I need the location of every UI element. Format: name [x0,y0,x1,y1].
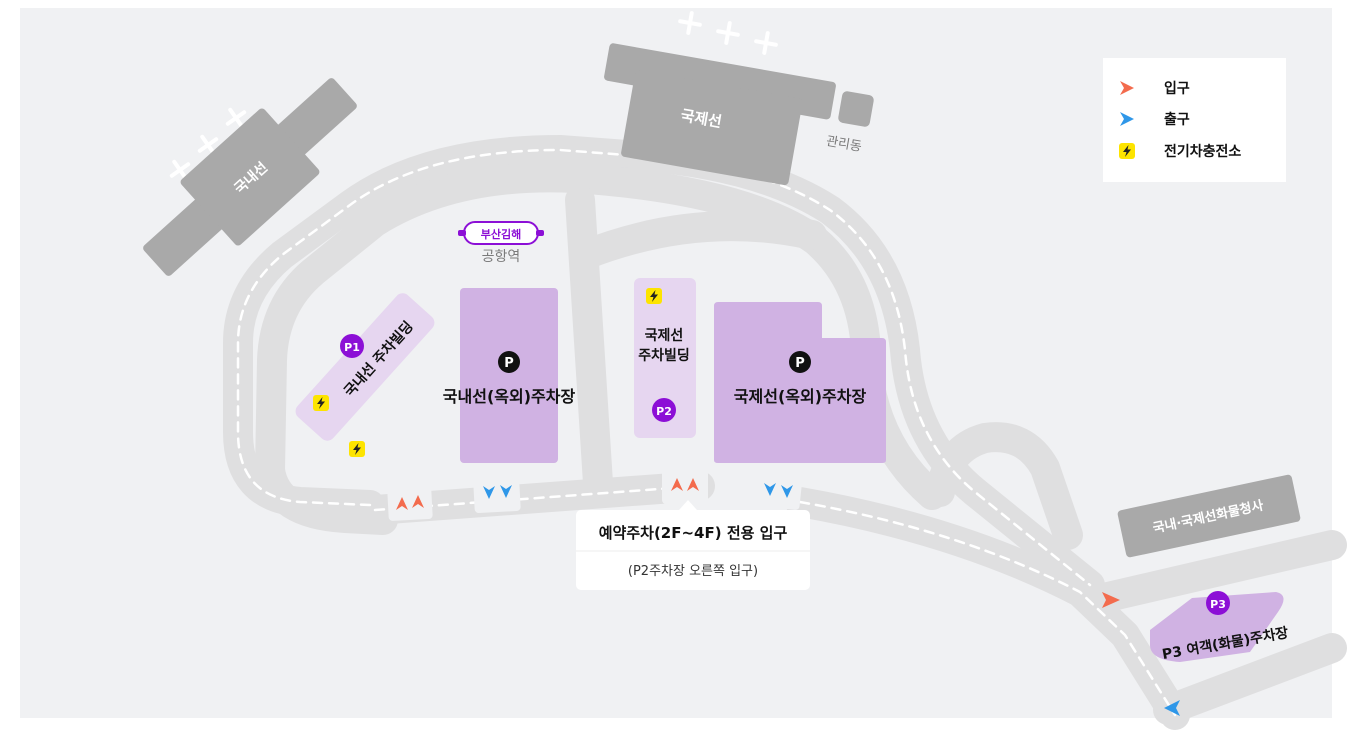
legend-entrance-item: 입구 [1120,81,1190,97]
management-building-label: 관리동 [825,134,863,155]
legend-ev-label: 전기차충전소 [1164,143,1241,160]
international-outdoor-p-circle [789,351,811,373]
busan-gimhae-station: 부산김해 공항역 [458,221,544,265]
exit-arrow-icon [1120,112,1134,126]
map-legend: 입구 출구 전기차충전소 [1103,58,1286,182]
domestic-outdoor-p-circle [498,351,520,373]
management-building: 관리동 [825,91,874,155]
legend-exit-item: 출구 [1120,111,1190,128]
p3-badge-circle [1206,591,1230,615]
reserved-parking-callout: 예약주차(2F~4F) 전용 입구 (P2주차장 오른쪽 입구) [576,500,810,590]
entrance-arrow-p3 [1102,592,1120,608]
callout-subtitle: (P2주차장 오른쪽 입구) [628,564,758,579]
p2-international-parking-building[interactable]: 국제선 주차빌딩 P2 [634,278,696,438]
p1-badge-circle [340,334,364,358]
callout-title: 예약주차(2F~4F) 전용 입구 [599,524,788,542]
airplane-icons-domestic [169,107,247,181]
international-terminal: 국제선 [604,43,836,186]
p2-label-line2: 주차빌딩 [638,347,690,364]
p2-label-line1: 국제선 [645,328,684,344]
p1-badge: P1 [344,341,360,354]
exit-arrow-p3 [1164,700,1180,716]
p1-ev-charging-icon [313,395,329,411]
domestic-outdoor-parking[interactable]: P 국내선(옥외)주차장 [443,288,576,463]
p3-badge: P3 [1210,598,1226,611]
entrance-arrow-icon [1120,81,1134,95]
domestic-terminal: 국내선 [143,78,357,276]
station-badge: 부산김해 [481,227,521,241]
p2-badge: P2 [656,405,672,418]
airplane-icons-international [678,11,778,55]
domestic-outdoor-p-badge: P [504,356,514,371]
cargo-office-building: 국내·국제선화물청사 [1117,474,1301,558]
international-outdoor-p-badge: P [795,356,805,371]
domestic-outdoor-label: 국내선(옥외)주차장 [443,387,576,406]
legend-entrance-label: 입구 [1164,81,1190,97]
legend-exit-label: 출구 [1164,111,1190,128]
international-outdoor-label: 국제선(옥외)주차장 [734,387,867,406]
ev-charging-icon [1119,143,1135,159]
p2-badge-circle [652,398,676,422]
ev-charging-icon-domestic-lot [349,441,365,457]
international-outdoor-parking[interactable]: P 국제선(옥외)주차장 [714,302,886,463]
station-name: 공항역 [482,249,521,265]
legend-ev-item: 전기차충전소 [1119,143,1241,160]
p2-ev-charging-icon [646,288,662,304]
road-gates [387,470,803,521]
